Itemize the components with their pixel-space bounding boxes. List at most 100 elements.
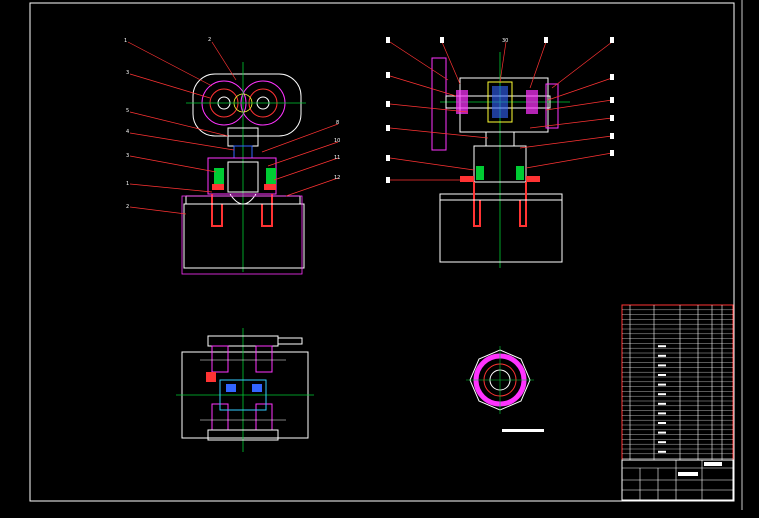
- side-balloon-d: [610, 37, 614, 43]
- front-view-leaders: [127, 41, 339, 215]
- parts-list: [621, 304, 734, 461]
- side-balloon-e: [386, 72, 390, 78]
- leader-1b: [129, 183, 213, 193]
- plan-red-mark: [206, 372, 216, 382]
- side-leader-f: [389, 103, 469, 113]
- stem-housing: [227, 161, 259, 193]
- side-left-handle: [460, 176, 474, 182]
- balloon-1: 1: [124, 38, 127, 44]
- left-seal: [214, 168, 224, 184]
- side-leader-n: [525, 152, 613, 169]
- leader-8: [261, 123, 339, 153]
- right-packing: [264, 184, 276, 190]
- leader-2: [211, 41, 237, 81]
- side-leader-h: [389, 157, 475, 171]
- balloon-12: 12: [334, 175, 340, 181]
- side-view-leaders: [389, 41, 613, 181]
- bom-cell-text: [658, 431, 666, 434]
- balloon-11: 11: [334, 155, 340, 161]
- end-cap: [545, 83, 559, 129]
- side-view: [431, 52, 570, 268]
- handwheel: [431, 57, 447, 151]
- balloon-4: 4: [126, 129, 129, 135]
- tb-name-text-block: [704, 462, 722, 466]
- gearbox-housing: [192, 73, 302, 137]
- plan-view: [176, 328, 314, 452]
- bom-cell-text: [658, 364, 666, 367]
- bom-cell-text: [658, 402, 666, 405]
- bom-cell-text: [658, 354, 666, 357]
- outer-frame: [29, 2, 735, 502]
- side-right-handle: [526, 176, 540, 182]
- leader-2b: [129, 206, 187, 215]
- right-seal: [266, 168, 276, 184]
- leader-4: [129, 132, 235, 151]
- side-balloon-c: [544, 37, 548, 43]
- side-balloon-g: [386, 125, 390, 131]
- bom-cell-text: [658, 450, 666, 453]
- leader-10: [267, 141, 339, 167]
- side-balloon-m: [610, 133, 614, 139]
- side-leader-k: [545, 99, 613, 111]
- leader-5: [129, 111, 229, 137]
- balloon-5: 5: [126, 108, 129, 114]
- balloon-8: 8: [336, 120, 339, 126]
- scale-bar: [502, 429, 544, 432]
- plan-handle: [277, 337, 303, 345]
- plan-gear-tl: [211, 345, 229, 373]
- detail-flange-view: [466, 346, 544, 432]
- bom-cell-text: [658, 422, 666, 424]
- front-view-balloons: 1 2 3 5 4 3 1 2 8 10 11 12: [124, 37, 340, 210]
- tank-body: [183, 203, 305, 269]
- balloon-3b: 3: [126, 153, 129, 159]
- side-leader-j: [547, 77, 613, 101]
- side-leader-30: [499, 41, 507, 83]
- side-leader-d: [551, 41, 613, 89]
- tank-outline: [181, 195, 303, 275]
- side-balloon-b: [440, 37, 444, 43]
- bom-cell-text: [658, 383, 666, 386]
- side-tank: [439, 199, 563, 263]
- parts-list-frame: [621, 304, 734, 461]
- side-leader-e: [389, 75, 457, 97]
- body-inner-wall: [211, 194, 273, 227]
- bom-cell-text: [658, 393, 666, 396]
- plan-bottom-bar: [207, 429, 279, 441]
- plan-gear-tr: [255, 345, 273, 373]
- side-balloon-n: [610, 150, 614, 156]
- side-balloon-f: [386, 101, 390, 107]
- bearing-left: [456, 90, 468, 114]
- side-balloon-h: [386, 155, 390, 161]
- parts-list-rows: [622, 309, 733, 459]
- side-view-balloons: 30: [386, 37, 614, 183]
- plan-blue-right: [252, 384, 262, 392]
- side-leader-b: [441, 41, 461, 85]
- side-flange: [439, 193, 563, 201]
- side-leader-c: [529, 41, 547, 89]
- leader-1: [127, 41, 213, 87]
- front-view: [181, 62, 306, 275]
- side-balloon-a: [386, 37, 390, 43]
- leader-12: [285, 177, 339, 197]
- balloon-1b: 1: [126, 181, 129, 187]
- bom-cell-text: [658, 374, 666, 376]
- tb-title-text-block: [678, 472, 698, 476]
- side-bonnet: [473, 145, 527, 183]
- bearing-right: [526, 90, 538, 114]
- side-balloon-l: [610, 115, 614, 121]
- side-leader-l: [529, 117, 613, 129]
- balloon-2: 2: [208, 37, 211, 43]
- leader-11: [273, 157, 339, 181]
- plan-gear-br: [255, 403, 273, 431]
- bom-cell-text: [658, 441, 666, 444]
- worm: [492, 86, 508, 118]
- plan-center-block: [219, 379, 267, 411]
- side-leader-g: [389, 127, 489, 139]
- title-block: [621, 459, 734, 501]
- bom-cell-text: [658, 412, 666, 415]
- side-balloon-j: [610, 74, 614, 80]
- side-left-seal: [476, 166, 484, 180]
- plan-blue-left: [226, 384, 236, 392]
- bom-cell-text: [658, 345, 666, 348]
